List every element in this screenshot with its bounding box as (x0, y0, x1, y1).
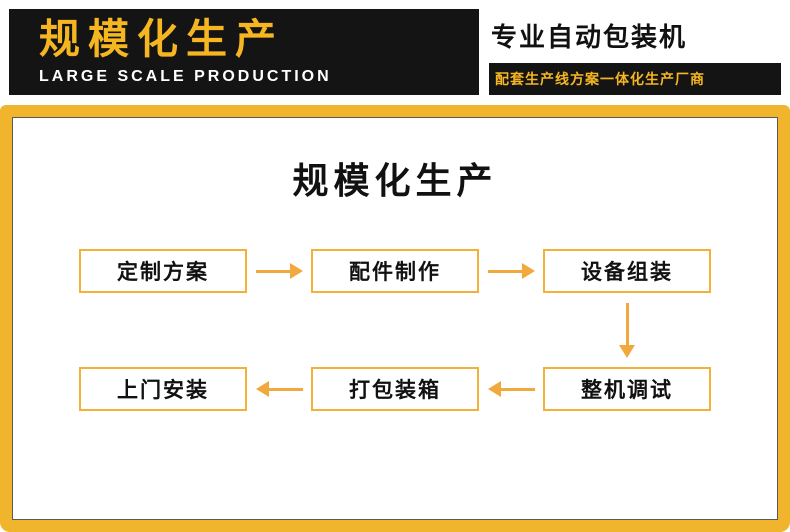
flow-step-custom-plan: 定制方案 (79, 249, 247, 293)
content-panel: 规模化生产 定制方案 配件制作 设备组装 上门安装 打包装箱 整机调试 (12, 117, 778, 520)
arrow-left-icon (247, 366, 311, 412)
flow-step-machine-testing: 整机调试 (543, 367, 711, 411)
header-right: 专业自动包装机 配套生产线方案一体化生产厂商 (489, 9, 781, 95)
flow-step-parts-making: 配件制作 (311, 249, 479, 293)
brand-subtitle: LARGE SCALE PRODUCTION (39, 68, 332, 86)
arrow-left-icon (479, 366, 543, 412)
flow-step-equipment-assembly: 设备组装 (543, 249, 711, 293)
flow-step-onsite-install: 上门安装 (79, 367, 247, 411)
top-header: 规模化生产 LARGE SCALE PRODUCTION 专业自动包装机 配套生… (0, 0, 790, 100)
brand-banner: 规模化生产 LARGE SCALE PRODUCTION (9, 9, 479, 95)
flow-step-packing: 打包装箱 (311, 367, 479, 411)
production-flowchart: 定制方案 配件制作 设备组装 上门安装 打包装箱 整机调试 (13, 248, 777, 412)
tagline-bar: 配套生产线方案一体化生产厂商 (489, 63, 781, 95)
yellow-frame: 规模化生产 定制方案 配件制作 设备组装 上门安装 打包装箱 整机调试 (0, 105, 790, 532)
product-title: 专业自动包装机 (491, 22, 688, 52)
panel-title: 规模化生产 (292, 160, 498, 201)
arrow-right-icon (479, 248, 543, 294)
brand-title: 规模化生产 (39, 15, 284, 62)
arrow-right-icon (247, 248, 311, 294)
arrow-down-icon (543, 294, 711, 366)
